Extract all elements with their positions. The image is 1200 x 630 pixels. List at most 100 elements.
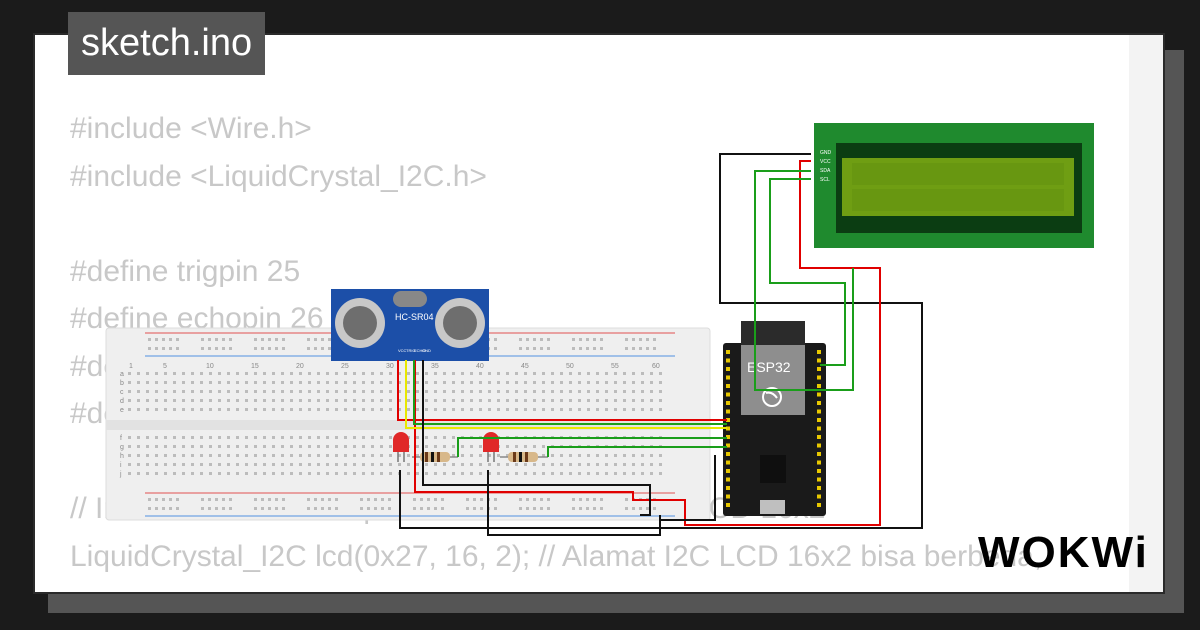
- esp32-pin[interactable]: [726, 452, 730, 456]
- esp32-pin[interactable]: [726, 469, 730, 473]
- breadboard-hole: [596, 372, 599, 375]
- breadboard-hole: [632, 381, 635, 384]
- breadboard-hole: [282, 507, 285, 510]
- breadboard-hole: [182, 454, 185, 457]
- esp32-pin[interactable]: [726, 494, 730, 499]
- breadboard-hole: [299, 399, 302, 402]
- breadboard-hole: [641, 408, 644, 411]
- breadboard-hole: [506, 408, 509, 411]
- breadboard-hole: [254, 338, 257, 341]
- esp32-pin[interactable]: [817, 460, 821, 465]
- breadboard-hole: [281, 472, 284, 475]
- breadboard-hole: [540, 338, 543, 341]
- esp32-pin[interactable]: [726, 460, 730, 465]
- esp32-pin[interactable]: [817, 392, 821, 397]
- esp32-pin[interactable]: [817, 452, 821, 456]
- editor-scrollbar[interactable]: [1129, 35, 1163, 592]
- breadboard-hole: [169, 498, 172, 501]
- esp32-pin[interactable]: [817, 384, 821, 388]
- esp32-pin[interactable]: [817, 375, 821, 380]
- breadboard-hole: [632, 390, 635, 393]
- esp32-pin[interactable]: [817, 503, 821, 507]
- breadboard-hole: [128, 372, 131, 375]
- breadboard-hole: [572, 338, 575, 341]
- esp32-pin[interactable]: [726, 384, 730, 388]
- esp32-pin[interactable]: [817, 409, 821, 414]
- esp32-pin[interactable]: [726, 409, 730, 414]
- esp32-pin[interactable]: [726, 358, 730, 363]
- breadboard-hole: [326, 463, 329, 466]
- esp32-pin[interactable]: [726, 392, 730, 397]
- esp32-pin[interactable]: [726, 367, 730, 371]
- esp32-pin[interactable]: [817, 401, 821, 405]
- esp32-pin[interactable]: [726, 486, 730, 490]
- esp32-pin[interactable]: [726, 435, 730, 439]
- esp32-pin[interactable]: [817, 418, 821, 422]
- bb-row-letter: f: [120, 435, 122, 442]
- esp32-pin[interactable]: [726, 477, 730, 482]
- breadboard-hole: [398, 408, 401, 411]
- breadboard-hole: [281, 372, 284, 375]
- breadboard-hole: [452, 372, 455, 375]
- file-tab[interactable]: sketch.ino: [68, 12, 266, 75]
- lcd-pin-label: GND: [820, 150, 832, 156]
- breadboard-hole: [479, 445, 482, 448]
- esp32-pin[interactable]: [726, 443, 730, 448]
- breadboard-hole: [335, 408, 338, 411]
- lcd-display[interactable]: GND VCC SDA SCL: [814, 123, 1094, 248]
- resistor-2[interactable]: [500, 452, 548, 462]
- breadboard-hole: [218, 454, 221, 457]
- breadboard-hole: [218, 445, 221, 448]
- breadboard-hole: [551, 454, 554, 457]
- esp32-pin[interactable]: [726, 426, 730, 431]
- breadboard-hole: [569, 399, 572, 402]
- esp32-pin[interactable]: [817, 367, 821, 371]
- esp32-pin[interactable]: [817, 486, 821, 490]
- breadboard-hole: [155, 498, 158, 501]
- breadboard-hole: [169, 338, 172, 341]
- breadboard-hole: [551, 381, 554, 384]
- breadboard-hole: [434, 390, 437, 393]
- esp32-pin[interactable]: [726, 503, 730, 507]
- esp32-pin[interactable]: [817, 435, 821, 439]
- breadboard-hole: [605, 372, 608, 375]
- esp32-board[interactable]: ESP32: [723, 321, 826, 516]
- ultrasonic-sensor[interactable]: HC-SR04 VCC TRIG ECHO GND: [331, 289, 489, 361]
- breadboard-hole: [307, 498, 310, 501]
- led-1[interactable]: [393, 432, 409, 462]
- breadboard-hole: [641, 463, 644, 466]
- breadboard-hole: [227, 372, 230, 375]
- breadboard-hole: [263, 436, 266, 439]
- wire-red-trig: [397, 360, 727, 421]
- breadboard-hole: [540, 498, 543, 501]
- breadboard-hole: [201, 338, 204, 341]
- breadboard-hole: [314, 347, 317, 350]
- breadboard-hole: [443, 399, 446, 402]
- breadboard-hole: [380, 445, 383, 448]
- resistor-1[interactable]: [412, 452, 458, 462]
- breadboard-hole: [614, 408, 617, 411]
- breadboard-hole: [533, 381, 536, 384]
- breadboard-hole: [470, 372, 473, 375]
- esp32-pin[interactable]: [726, 401, 730, 405]
- esp32-pin[interactable]: [817, 443, 821, 448]
- esp32-pin[interactable]: [726, 375, 730, 380]
- breadboard-hole: [344, 436, 347, 439]
- esp32-pin[interactable]: [817, 350, 821, 354]
- breadboard-hole: [362, 408, 365, 411]
- esp32-pin[interactable]: [817, 494, 821, 499]
- esp32-pin[interactable]: [817, 358, 821, 363]
- esp32-pin[interactable]: [817, 426, 821, 431]
- bb-col-number: 30: [386, 363, 394, 370]
- breadboard-hole: [299, 454, 302, 457]
- esp32-pin[interactable]: [817, 469, 821, 473]
- esp32-pin[interactable]: [726, 350, 730, 354]
- breadboard-hole: [470, 472, 473, 475]
- esp32-pin[interactable]: [817, 477, 821, 482]
- breadboard[interactable]: 1 5 10 15 20 25 30 35 40 45 50 55 60 a b…: [105, 327, 711, 521]
- breadboard-hole: [245, 436, 248, 439]
- esp32-pin[interactable]: [726, 418, 730, 422]
- breadboard-hole: [191, 372, 194, 375]
- breadboard-hole: [641, 454, 644, 457]
